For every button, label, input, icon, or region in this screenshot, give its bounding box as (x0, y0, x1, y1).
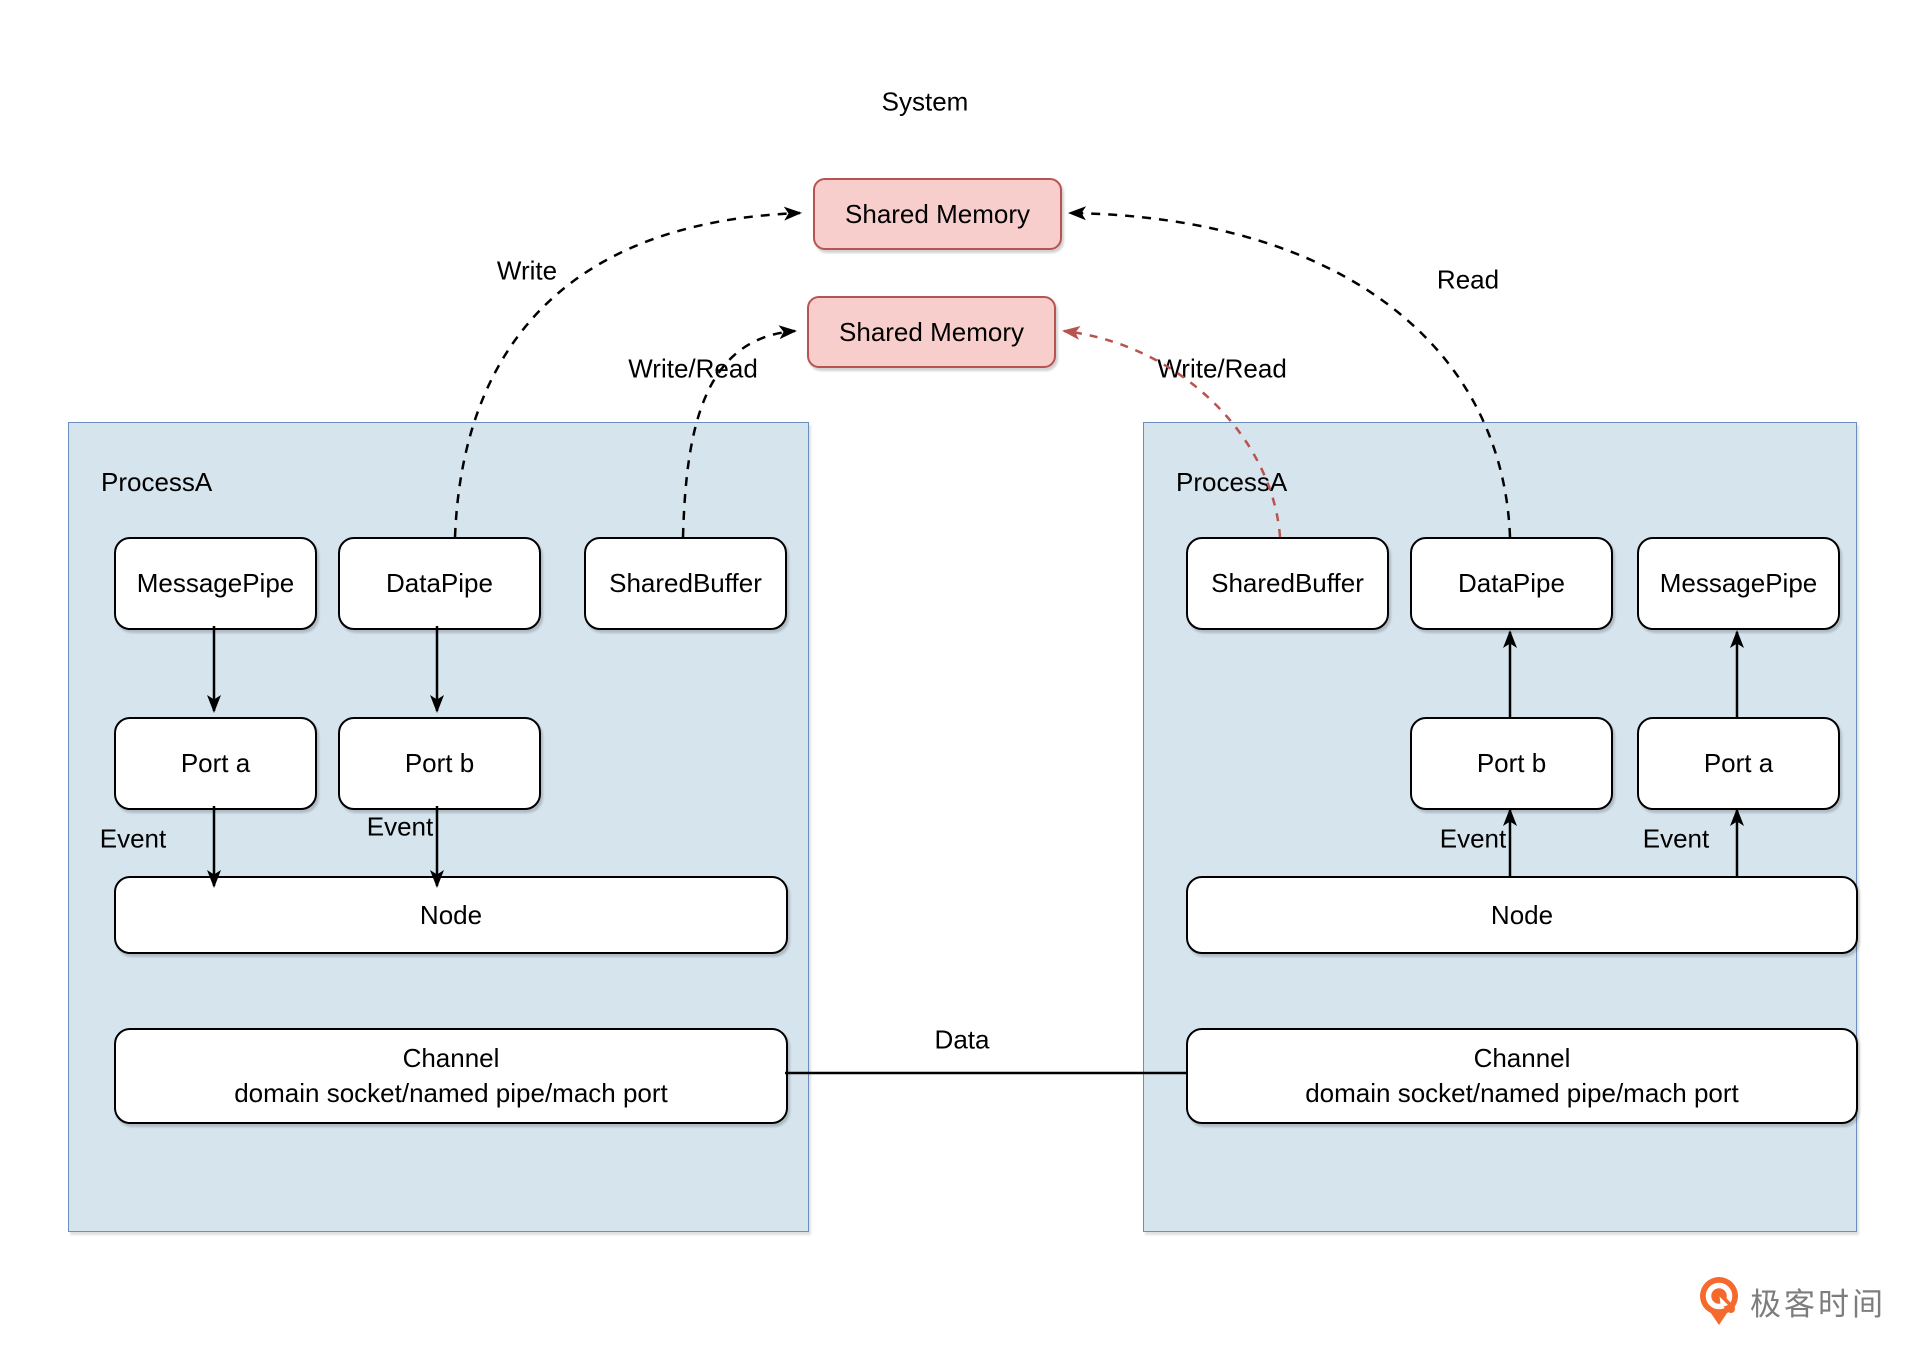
left-sharedbuffer-label: SharedBuffer (609, 568, 762, 598)
right-process-title: ProcessA (1176, 467, 1288, 497)
geektime-logo-icon (1700, 1277, 1738, 1325)
data-label: Data (934, 1024, 990, 1055)
system-title: System (881, 86, 969, 117)
left-port-a-label: Port a (180, 748, 251, 778)
left-channel-subtitle: domain socket/named pipe/mach port (234, 1078, 668, 1108)
left-port-a-box: Port a (114, 717, 317, 810)
write-read-right-label: Write/Read (1157, 353, 1287, 384)
left-node-box: Node (114, 876, 788, 954)
left-port-b-label: Port b (404, 748, 475, 778)
shared-memory-box-top: Shared Memory (813, 178, 1062, 250)
write-read-left-label: Write/Read (628, 353, 758, 384)
left-sharedbuffer-box: SharedBuffer (584, 537, 787, 630)
right-channel-title: Channel (1473, 1042, 1571, 1073)
right-port-a-box: Port a (1637, 717, 1840, 810)
right-datapipe-label: DataPipe (1458, 568, 1565, 598)
right-event-label-a: Event (1642, 823, 1710, 854)
geektime-logo-text: 极客时间 (1750, 1286, 1886, 1322)
left-messagepipe-box: MessagePipe (114, 537, 317, 630)
read-label: Read (1436, 264, 1500, 295)
left-messagepipe-label: MessagePipe (136, 568, 295, 598)
shared-memory-box-bottom: Shared Memory (807, 296, 1056, 368)
left-datapipe-box: DataPipe (338, 537, 541, 630)
right-event-label-b: Event (1439, 823, 1507, 854)
left-datapipe-label: DataPipe (386, 568, 493, 598)
right-datapipe-box: DataPipe (1410, 537, 1613, 630)
left-event-label-a: Event (99, 823, 167, 854)
right-port-b-box: Port b (1410, 717, 1613, 810)
right-sharedbuffer-label: SharedBuffer (1211, 568, 1364, 598)
right-node-box: Node (1186, 876, 1858, 954)
left-node-label: Node (419, 899, 483, 930)
left-process-title: ProcessA (101, 467, 213, 497)
right-messagepipe-label: MessagePipe (1659, 568, 1818, 598)
right-channel-subtitle: domain socket/named pipe/mach port (1305, 1078, 1739, 1108)
geektime-logo: 极客时间 (1698, 1276, 1886, 1326)
left-event-label-b: Event (366, 811, 434, 842)
left-port-b-box: Port b (338, 717, 541, 810)
write-label: Write (496, 255, 558, 286)
left-channel-title: Channel (402, 1042, 500, 1073)
right-messagepipe-box: MessagePipe (1637, 537, 1840, 630)
right-port-a-label: Port a (1703, 748, 1774, 778)
right-sharedbuffer-box: SharedBuffer (1186, 537, 1389, 630)
shared-memory-bottom-label: Shared Memory (839, 316, 1024, 347)
right-node-label: Node (1490, 899, 1554, 930)
right-port-b-label: Port b (1476, 748, 1547, 778)
right-channel-box: Channel domain socket/named pipe/mach po… (1186, 1028, 1858, 1124)
left-channel-box: Channel domain socket/named pipe/mach po… (114, 1028, 788, 1124)
shared-memory-top-label: Shared Memory (845, 198, 1030, 229)
